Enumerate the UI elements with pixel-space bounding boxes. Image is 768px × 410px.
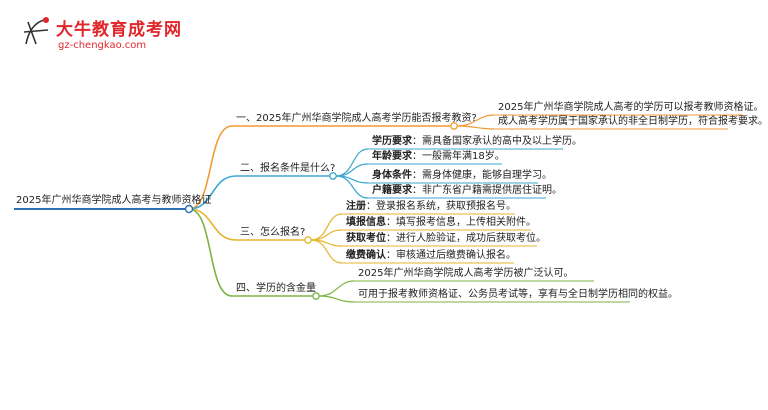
leaf-label-2-3-detail: ：需身体健康，能够自理学习。 <box>412 170 552 181</box>
leaf-connector-3-2 <box>310 229 343 241</box>
leaf-label-2-4-detail: ：非广东省户籍需提供居住证明。 <box>412 185 562 196</box>
branch-connector-3 <box>188 208 237 241</box>
leaf-label-3-3-keyword: 获取考位 <box>346 233 386 244</box>
leaf-label-2-3: 身体条件：需身体健康，能够自理学习。 <box>372 170 552 182</box>
leaf-connector-3-4 <box>310 239 343 264</box>
leaf-label-2-3-keyword: 身体条件 <box>372 170 412 181</box>
site-url: gz-chengkao.com <box>58 40 147 51</box>
leaf-label-4-1: 2025年广州华商学院成人高考学历被广泛认可。 <box>358 268 574 279</box>
leaf-connector-4-2 <box>318 295 355 303</box>
leaf-label-3-4: 缴费确认：审核通过后缴费确认报名。 <box>346 250 516 262</box>
leaf-label-3-2-detail: ：填写报考信息，上传相关附件。 <box>386 217 536 228</box>
leaf-connector-2-1 <box>335 148 369 177</box>
leaf-label-3-3: 获取考位：进行人脸验证，成功后获取考位。 <box>346 233 546 245</box>
leaf-label-2-1-keyword: 学历要求 <box>372 136 412 147</box>
branch-connector-2 <box>188 175 237 210</box>
branch-label-4: 四、学历的含金量 <box>236 283 316 294</box>
leaf-label-3-1-keyword: 注册 <box>346 201 366 212</box>
branch-label-2: 二、报名条件是什么? <box>240 163 336 174</box>
root-node-label: 2025年广州华商学院成人高考与教师资格证 <box>16 195 212 206</box>
leaf-label-2-2: 年龄要求：一般需年满18岁。 <box>372 151 505 163</box>
leaf-label-2-1: 学历要求：需具备国家承认的高中及以上学历。 <box>372 136 582 148</box>
leaf-label-2-1-detail: ：需具备国家承认的高中及以上学历。 <box>412 136 582 147</box>
mindmap <box>14 114 743 303</box>
leaf-label-2-2-detail: ：一般需年满18岁。 <box>412 151 505 162</box>
leaf-connector-2-4 <box>335 175 369 199</box>
leaf-label-3-1-detail: ：登录报名系统，获取预报名号。 <box>366 201 516 212</box>
leaf-connector-1-2 <box>456 125 495 130</box>
branch-label-1: 一、2025年广州华商学院成人高考学历能否报考教资? <box>236 113 477 124</box>
branch-node-3 <box>304 236 312 244</box>
leaf-label-1-1: 2025年广州华商学院成人高考的学历可以报考教师资格证。 <box>498 102 764 113</box>
site-name: 大牛教育成考网 <box>56 20 182 40</box>
leaf-label-2-4: 户籍要求：非广东省户籍需提供居住证明。 <box>372 185 562 197</box>
leaf-label-3-2-keyword: 填报信息 <box>346 217 386 228</box>
leaf-connector-2-2 <box>335 163 369 177</box>
leaf-label-1-2: 成人高考学历属于国家承认的非全日制学历，符合报考要求。 <box>498 116 768 127</box>
leaf-label-4-2: 可用于报考教师资格证、公务员考试等，享有与全日制学历相同的权益。 <box>358 289 678 300</box>
root-node <box>184 204 194 214</box>
branch-connector-4 <box>188 208 233 297</box>
leaf-label-2-2-keyword: 年龄要求 <box>372 151 412 162</box>
leaf-label-2-4-keyword: 户籍要求 <box>372 185 412 196</box>
leaf-connector-4-1 <box>318 280 355 297</box>
leaf-label-3-1: 注册：登录报名系统，获取预报名号。 <box>346 201 516 213</box>
leaf-label-3-3-detail: ：进行人脸验证，成功后获取考位。 <box>386 233 546 244</box>
leaf-label-3-4-keyword: 缴费确认 <box>346 250 386 261</box>
leaf-label-3-4-detail: ：审核通过后缴费确认报名。 <box>386 250 516 261</box>
branch-label-3: 三、怎么报名? <box>240 227 306 238</box>
branch-connector-1 <box>188 125 233 210</box>
leaf-label-3-2: 填报信息：填写报考信息，上传相关附件。 <box>346 217 536 229</box>
site-logo-icon <box>23 17 49 45</box>
